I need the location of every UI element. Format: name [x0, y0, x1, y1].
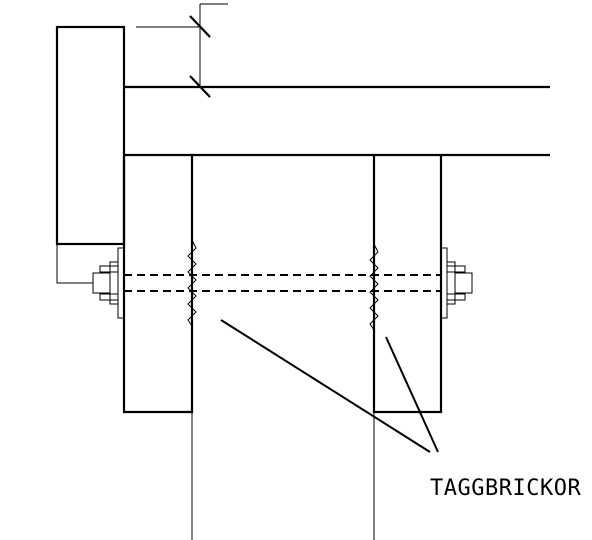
horizontal-beam — [124, 85, 550, 157]
plank-left — [122, 155, 194, 540]
bolt — [124, 274, 441, 292]
dimension-marker — [136, 3, 228, 98]
bolt-nut-left — [92, 247, 125, 319]
post-bracket — [56, 244, 93, 284]
leader-line-left — [220, 319, 431, 453]
toothed-washer-right — [369, 243, 379, 331]
toothed-washer-left — [187, 239, 197, 327]
vertical-post-left — [55, 25, 126, 246]
annotation-label: TAGGBRICKOR — [430, 476, 581, 501]
bolt-nut-right — [440, 247, 473, 319]
leader-line-right — [385, 336, 439, 453]
